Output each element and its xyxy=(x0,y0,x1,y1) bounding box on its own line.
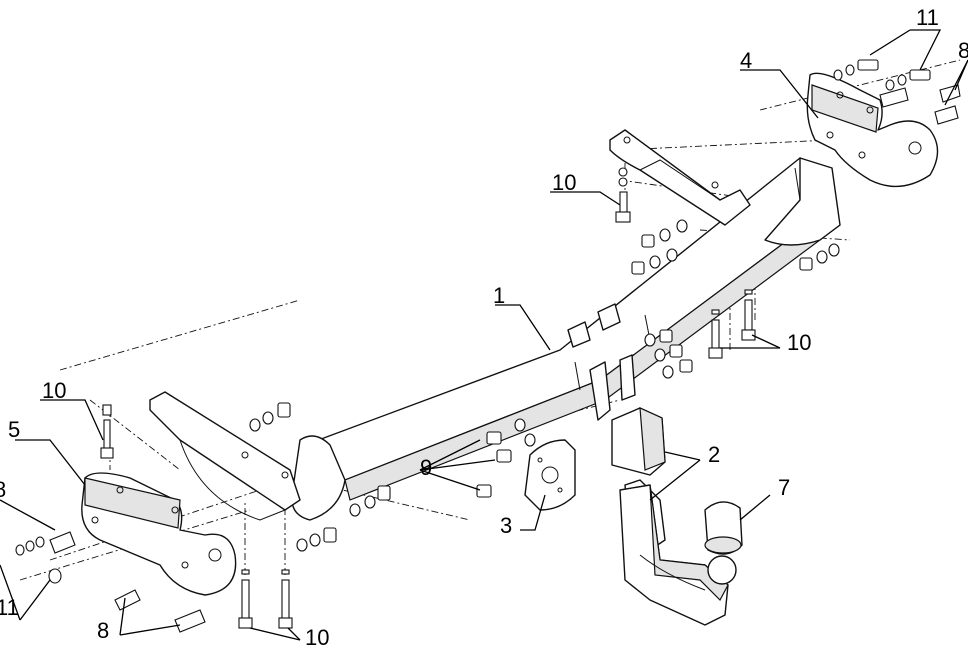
fastener-hardware xyxy=(15,59,961,633)
left-side-arm xyxy=(149,391,301,521)
callout-3: 3 xyxy=(500,513,512,538)
socket-plate xyxy=(524,439,576,511)
callout-8-right: 8 xyxy=(958,38,968,63)
callout-4: 4 xyxy=(740,48,752,73)
left-side-plate xyxy=(81,472,237,596)
callout-10-upper: 10 xyxy=(552,170,576,195)
callout-2: 2 xyxy=(708,442,720,467)
callout-10-left: 10 xyxy=(42,378,66,403)
callout-11-left: 11 xyxy=(0,595,19,620)
callout-1: 1 xyxy=(493,283,505,308)
right-side-plate xyxy=(806,72,939,188)
callout-labels: 1 2 3 4 5 7 8 8 8 9 10 10 10 10 11 11 xyxy=(0,5,968,650)
callout-7: 7 xyxy=(778,475,790,500)
center-mount-brackets xyxy=(589,354,636,421)
callout-11-top: 11 xyxy=(916,5,939,30)
main-crossbar xyxy=(291,157,841,521)
tow-ball-cover xyxy=(704,501,743,585)
callout-10-right: 10 xyxy=(787,330,811,355)
callout-8-bottom: 8 xyxy=(97,618,109,643)
callout-leader-lines xyxy=(0,29,968,641)
right-side-arm xyxy=(609,129,751,226)
callout-8-left: 8 xyxy=(0,477,6,502)
callout-5: 5 xyxy=(8,417,20,442)
callout-10-bottom: 10 xyxy=(305,625,329,650)
callout-9: 9 xyxy=(420,455,432,480)
